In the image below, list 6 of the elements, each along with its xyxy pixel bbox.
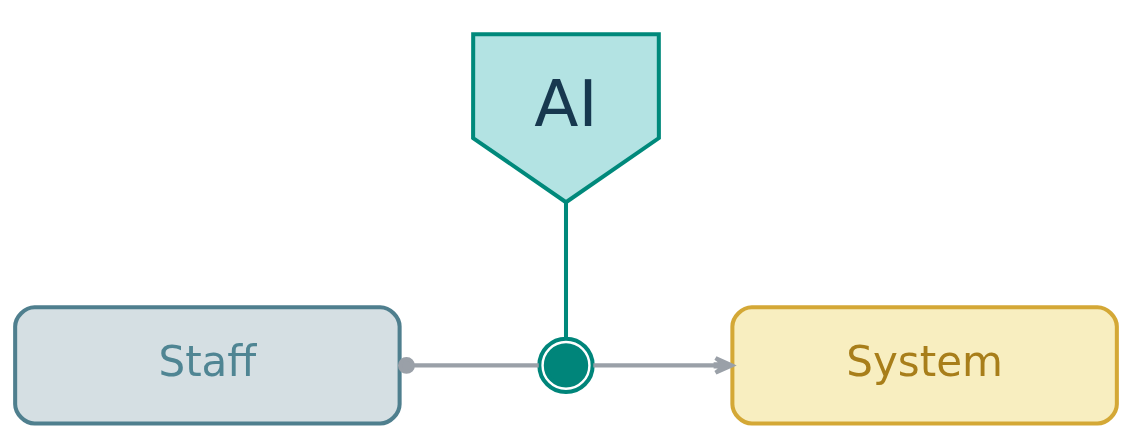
node-box: System [730, 305, 1119, 426]
arrow [593, 356, 734, 375]
node-circle [537, 336, 595, 395]
connector [398, 356, 539, 374]
connector [564, 202, 568, 339]
node-box: Staff [13, 305, 402, 426]
